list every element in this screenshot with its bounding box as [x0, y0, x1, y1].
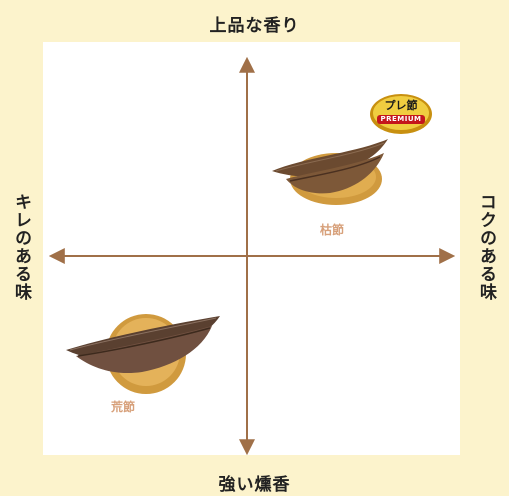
- arabushi-image: [66, 314, 220, 394]
- badge-main-text: プレ節: [384, 99, 418, 112]
- axis-label-right: コクのある味: [476, 193, 496, 301]
- axis-label-bottom: 強い燻香: [218, 475, 291, 495]
- karebushi-image: [272, 139, 388, 205]
- karebushi-label: 枯節: [320, 223, 345, 237]
- badge-sub-text: PREMIUM: [380, 115, 422, 123]
- premium-badge: プレ節 PREMIUM: [369, 93, 433, 135]
- arabushi-label: 荒節: [111, 400, 136, 414]
- axis-label-left: キレのある味: [11, 193, 31, 301]
- axis-label-top: 上品な香り: [209, 16, 300, 36]
